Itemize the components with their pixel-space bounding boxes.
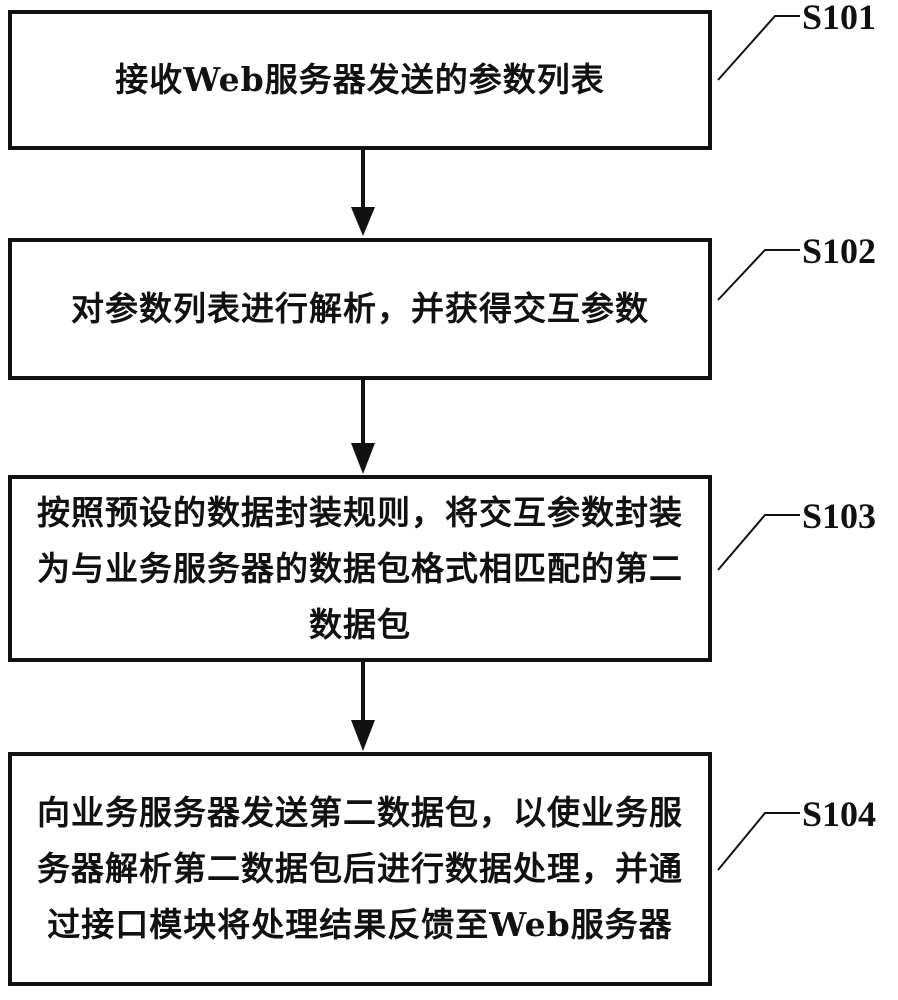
leader-line-s102 <box>718 250 800 300</box>
step-label-s101: S101 <box>802 0 876 38</box>
step-label-s103: S103 <box>802 495 876 537</box>
leader-line-s104 <box>718 813 800 870</box>
arrow-s103-s104 <box>351 662 375 751</box>
arrow-s101-s102 <box>351 150 375 236</box>
leader-line-s103 <box>718 515 800 570</box>
step-text-s104: 向业务服务器发送第二数据包，以使业务服务器解析第二数据包后进行数据处理，并通过接… <box>12 785 708 953</box>
step-label-s104: S104 <box>802 793 876 835</box>
step-text-s101: 接收Web服务器发送的参数列表 <box>93 52 626 108</box>
step-box-s103: 按照预设的数据封装规则，将交互参数封装为与业务服务器的数据包格式相匹配的第二数据… <box>8 475 712 662</box>
step-box-s102: 对参数列表进行解析，并获得交互参数 <box>8 238 712 380</box>
leader-line-s101 <box>718 16 800 80</box>
step-box-s101: 接收Web服务器发送的参数列表 <box>8 10 712 150</box>
arrow-s102-s103 <box>351 380 375 474</box>
step-box-s104: 向业务服务器发送第二数据包，以使业务服务器解析第二数据包后进行数据处理，并通过接… <box>8 752 712 986</box>
step-label-s102: S102 <box>802 230 876 272</box>
step-text-s103: 按照预设的数据封装规则，将交互参数封装为与业务服务器的数据包格式相匹配的第二数据… <box>12 485 708 653</box>
step-text-s102: 对参数列表进行解析，并获得交互参数 <box>49 281 671 337</box>
